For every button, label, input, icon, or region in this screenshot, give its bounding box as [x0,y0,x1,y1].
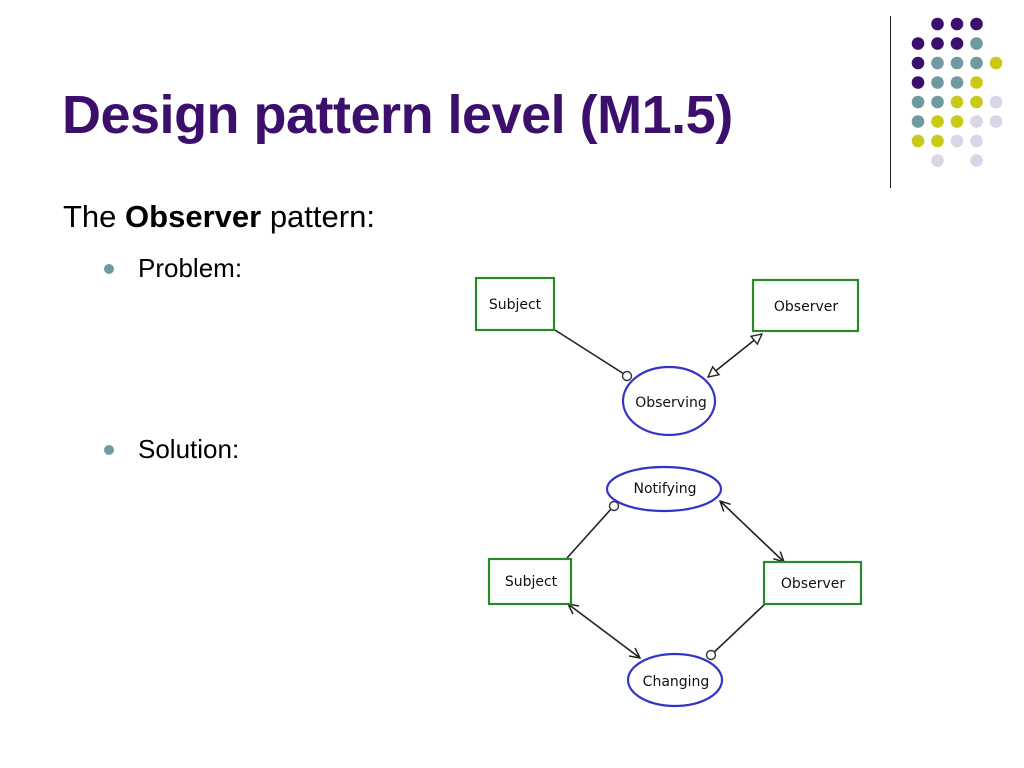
decorative-dot [931,115,944,128]
decorative-dot [989,115,1003,128]
decorative-dot [931,37,944,50]
problem-connector-icon [621,370,633,382]
header-divider [890,16,891,188]
solution-observer-box [762,560,863,606]
intro-line: The Observer pattern: [63,199,375,235]
decorative-dot [970,56,983,70]
decorative-dot [950,115,964,128]
solution-edge-subject-changing [568,604,640,658]
decorative-dot [970,154,983,167]
decorative-dot [911,56,925,70]
solution-observer-label: Observer [781,576,845,592]
problem-observing-ellipse [621,365,717,437]
intro-prefix: The [63,199,117,234]
decorative-dot [970,115,983,128]
decorative-dot [970,76,983,89]
problem-observing-label: Observing [635,395,707,411]
intro-bold: Observer [125,199,262,234]
decorative-dot-grid [911,17,1003,167]
solution-edge-changing-observer [708,603,766,658]
decorative-dot [931,17,944,31]
decorative-dot [970,95,983,109]
solution-edge-subject-notifying [566,507,613,559]
bullet-solution: Solution: [104,434,239,465]
solution-notifying-ellipse [605,465,723,513]
decorative-dot [950,134,964,148]
decorative-dot [950,17,964,31]
intro-suffix: pattern: [269,199,375,234]
bullet-dot-icon [104,444,114,455]
decorative-dot [931,95,944,109]
slide-title: Design pattern level (M1.5) [62,85,733,145]
decorative-dot [931,134,944,148]
decorative-dot [911,95,925,109]
solution-subject-box [487,557,573,606]
bullet-problem-label: Problem: [138,253,243,283]
solution-diagram: Notifying Subject Observer Changing [487,465,863,708]
solution-connector-icon [608,500,620,512]
decorative-dot [950,95,964,109]
decorative-dot [970,134,983,148]
decorative-dot [931,76,944,89]
problem-edge-observer [708,334,762,377]
problem-subject-label: Subject [489,297,542,313]
bullet-problem: Problem: [104,253,242,284]
decorative-dot [989,56,1003,70]
problem-subject-box [474,276,556,332]
decorative-dot [931,56,944,70]
decorative-dot [911,134,925,148]
solution-notifying-label: Notifying [633,481,696,497]
problem-observer-label: Observer [774,299,838,315]
decorative-dot [950,76,964,89]
solution-changing-label: Changing [643,674,710,690]
decorative-dot [970,37,983,50]
solution-subject-label: Subject [505,574,558,590]
decorative-dot [931,154,944,167]
decorative-dot [911,115,925,128]
bullet-solution-label: Solution: [138,434,240,464]
decorative-dot [911,76,925,89]
solution-edge-notifying-observer [720,501,784,562]
solution-connector-icon [705,649,717,661]
bullet-dot-icon [104,263,114,274]
decorative-dot [989,95,1003,109]
solution-changing-ellipse [626,652,724,708]
decorative-dot [950,56,964,70]
problem-diagram: Subject Observer Observing [474,276,860,437]
decorative-dot [950,37,964,50]
problem-edge-subject [554,329,625,375]
problem-observer-box [751,278,860,333]
decorative-dot [970,17,983,31]
decorative-dot [911,37,925,50]
